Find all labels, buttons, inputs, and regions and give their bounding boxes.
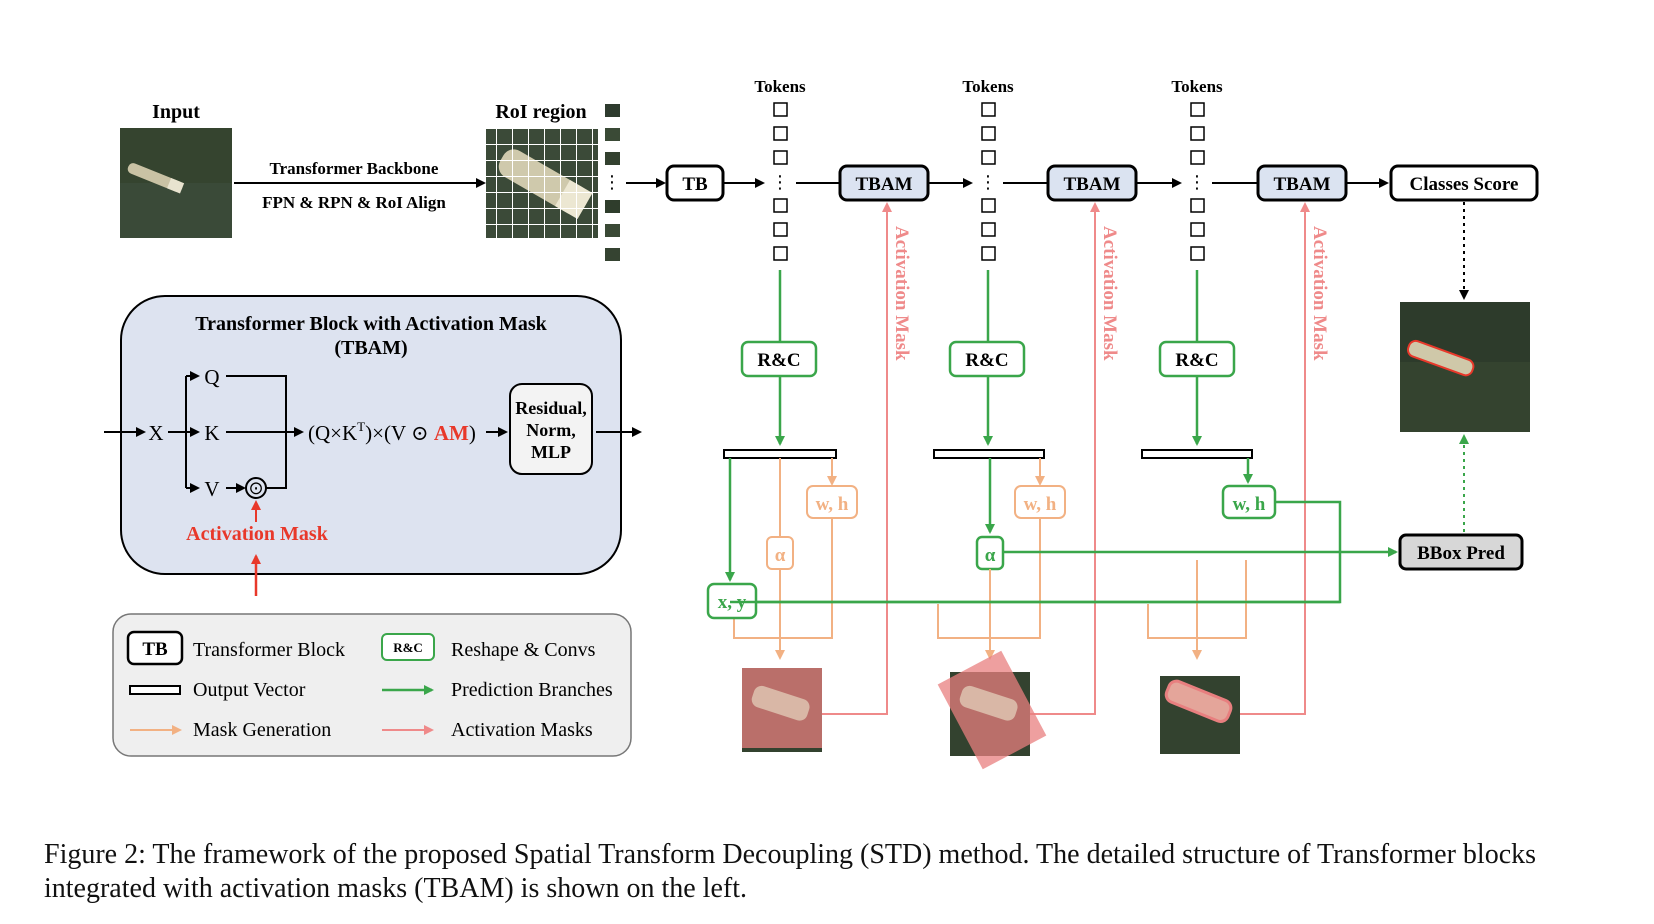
tbam-block-3: TBAM: [1256, 164, 1348, 202]
roi-token-strip: ⋮: [603, 104, 621, 261]
tbam-activation-mask: Activation Mask: [186, 523, 329, 545]
svg-text:⋮: ⋮: [771, 172, 789, 193]
tbam-q: Q: [204, 365, 219, 389]
activation-mask-branch-3: Activation Mask: [1222, 202, 1330, 715]
tokens-group-1: Tokens ⋮: [754, 77, 806, 261]
legend-rc-icon: R&C: [393, 640, 423, 655]
tb-label: TB: [682, 174, 708, 195]
legend: TB Transformer Block R&C Reshape & Convs…: [112, 613, 632, 757]
roi-label: RoI region: [495, 101, 586, 123]
wh-label-1: w, h: [816, 494, 849, 515]
svg-text:⋮: ⋮: [1188, 172, 1206, 193]
activation-mask-vertical-text-2: Activation Mask: [1099, 226, 1120, 361]
bbox-pred-box: BBox Pred: [1398, 533, 1524, 571]
tbam-block-1: TBAM: [838, 164, 930, 202]
tbam-block-2: TBAM: [1046, 164, 1138, 202]
tbam-label-3: TBAM: [1274, 174, 1331, 195]
backbone-line1: Transformer Backbone: [270, 159, 439, 178]
figure-caption: Figure 2: The framework of the proposed …: [44, 839, 1537, 904]
classes-score-label: Classes Score: [1410, 174, 1519, 195]
legend-output-vector: Output Vector: [193, 679, 306, 701]
activation-mask-branch-2: Activation Mask: [1008, 202, 1120, 715]
tokens-label-3: Tokens: [1171, 77, 1223, 96]
tbam-x: X: [148, 421, 163, 445]
residual-line1: Residual,: [515, 398, 587, 418]
tbam-formula: (Q×KT)×(V ⊙ AM): [308, 419, 476, 445]
tbam-title-line2: (TBAM): [334, 337, 407, 359]
rc-label-2: R&C: [965, 350, 1008, 371]
tbam-title-line1: Transformer Block with Activation Mask: [195, 313, 547, 335]
tbam-odot: ⊙: [248, 478, 263, 499]
bbox-pred-label: BBox Pred: [1417, 543, 1505, 564]
residual-line2: Norm,: [526, 420, 575, 440]
rc-label-3: R&C: [1175, 350, 1218, 371]
result-image: [1400, 302, 1530, 432]
residual-line3: MLP: [531, 442, 571, 462]
legend-mask-generation: Mask Generation: [193, 719, 331, 741]
rc-label-1: R&C: [757, 350, 800, 371]
svg-text:⋮: ⋮: [979, 172, 997, 193]
backbone-line2: FPN & RPN & RoI Align: [262, 193, 446, 212]
wh-label-3: w, h: [1233, 494, 1266, 515]
input-label: Input: [152, 101, 200, 123]
activation-mask-branch-1: Activation Mask: [800, 202, 912, 715]
tbam-label-1: TBAM: [856, 174, 913, 195]
tokens-label-1: Tokens: [754, 77, 806, 96]
activation-mask-vertical-text-3: Activation Mask: [1309, 226, 1330, 361]
tbam-detail-panel: Transformer Block with Activation Mask (…: [104, 295, 642, 596]
prediction-branch-1: R&C α w, h x, y: [706, 270, 858, 752]
input-image: [120, 128, 232, 238]
legend-rc-text: Reshape & Convs: [451, 639, 596, 661]
alpha-label-1: α: [775, 545, 786, 566]
activation-mask-vertical-text-1: Activation Mask: [891, 226, 912, 361]
tbam-label-2: TBAM: [1064, 174, 1121, 195]
tokens-group-3: Tokens ⋮: [1171, 77, 1223, 261]
tb-block: TB: [665, 164, 725, 202]
alpha-label-2: α: [985, 545, 996, 566]
roi-image: [486, 128, 598, 238]
legend-prediction-branches: Prediction Branches: [451, 679, 613, 701]
tbam-v: V: [204, 477, 219, 501]
tokens-label-2: Tokens: [962, 77, 1014, 96]
wh-label-2: w, h: [1024, 494, 1057, 515]
legend-activation-masks: Activation Masks: [451, 719, 593, 741]
framework-diagram: Input Transformer Backbone FPN & RPN & R…: [104, 77, 1539, 770]
classes-score-box: Classes Score: [1389, 164, 1539, 202]
legend-tb-icon: TB: [142, 639, 168, 660]
tokens-group-2: Tokens ⋮: [962, 77, 1014, 261]
tbam-k: K: [204, 421, 219, 445]
svg-text:⋮: ⋮: [603, 172, 621, 193]
prediction-branch-2: R&C α w, h: [933, 270, 1066, 770]
legend-tb-text: Transformer Block: [193, 639, 345, 661]
